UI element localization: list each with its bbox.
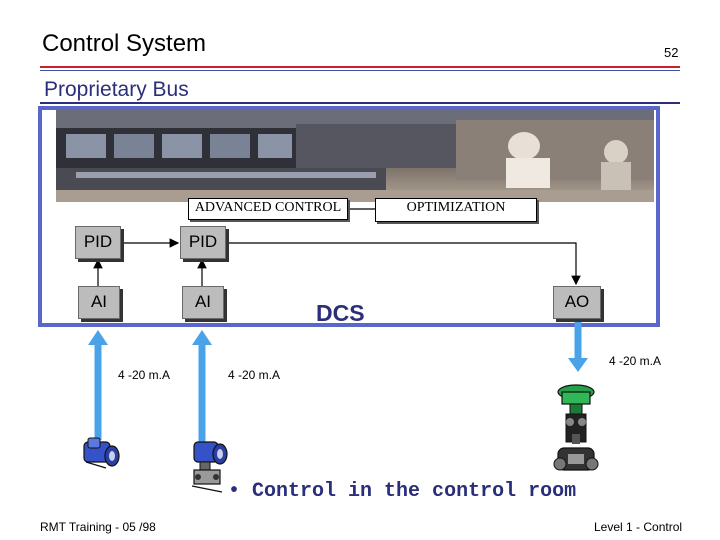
page-title: Control System [42,30,207,57]
header-rule-blue [40,70,680,71]
control-room-photo [56,110,654,202]
footer-right: Level 1 - Control [594,520,683,534]
bullet-marker: • [228,480,241,503]
pid-block-right: PID [180,226,226,259]
ai-block-right: AI [182,286,224,319]
pressure-transmitter-icon [191,441,228,493]
bullet-item: • Control in the control room [228,480,576,503]
header-rule-red [40,66,680,68]
flow-transmitter-icon [83,437,120,469]
dcs-label: DCS [316,300,365,326]
optimization-box: OPTIMIZATION [375,198,537,222]
control-valve-icon [553,384,599,471]
page-number: 52 [664,45,679,60]
ai-block-left: AI [78,286,120,319]
section-title: Proprietary Bus [44,78,189,101]
signal-label-right: 4 -20 m.A [609,354,662,368]
section-underline [40,102,680,104]
signal-label-left: 4 -20 m.A [118,368,171,382]
bullet-text: Control in the control room [252,480,577,503]
signal-label-middle: 4 -20 m.A [228,368,281,382]
footer-left: RMT Training - 05 /98 [40,520,156,534]
advanced-control-box: ADVANCED CONTROL [188,198,348,220]
ao-block: AO [553,286,601,319]
pid-block-left: PID [75,226,121,259]
